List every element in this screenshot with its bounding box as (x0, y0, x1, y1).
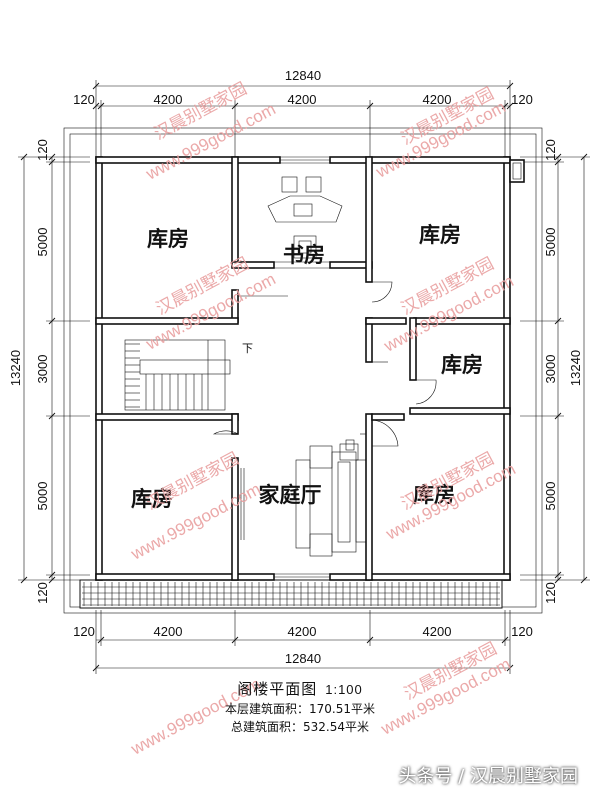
dim-top-seg-3: 4200 (288, 92, 317, 107)
dim-top-seg-5: 120 (511, 92, 533, 107)
interior-walls (95, 156, 525, 581)
exterior-walls (95, 156, 511, 581)
family-hall-furniture (295, 439, 367, 557)
dim-top-seg-4: 4200 (423, 92, 452, 107)
dim-top-total: 12840 (285, 68, 321, 83)
dim-right-seg-1: 120 (543, 139, 558, 161)
dim-left-seg-1: 120 (35, 139, 50, 161)
balcony (79, 579, 503, 609)
room-label-storage-bottom-right: 库房 (413, 483, 455, 507)
dim-right-total: 13240 (568, 350, 583, 386)
dim-bottom-seg-5: 120 (511, 624, 533, 639)
dim-bottom-seg-2: 4200 (154, 624, 183, 639)
dim-right-seg-5: 120 (543, 582, 558, 604)
dim-left-seg-4: 5000 (35, 482, 50, 511)
room-label-storage-mid-right: 库房 (441, 353, 483, 377)
dim-right-seg-4: 5000 (543, 482, 558, 511)
dim-right-seg-2: 5000 (543, 228, 558, 257)
room-label-family-hall: 家庭厅 (259, 483, 322, 507)
left-dimension-lines (18, 153, 90, 584)
doors (206, 281, 437, 447)
dim-bottom-total: 12840 (285, 651, 321, 666)
staircase (124, 339, 231, 411)
room-label-storage-bottom-left: 库房 (131, 487, 173, 511)
plan-title-text: 阁楼平面图 (237, 680, 318, 698)
windows (237, 156, 330, 581)
top-dimension-lines (92, 80, 514, 160)
dim-bottom-seg-1: 120 (73, 624, 95, 639)
dim-top-seg-1: 120 (73, 92, 95, 107)
dim-bottom-seg-3: 4200 (288, 624, 317, 639)
dim-bottom-seg-4: 4200 (423, 624, 452, 639)
total-area-text: 总建筑面积：532.54平米 (231, 720, 369, 734)
dim-left-seg-3: 3000 (35, 355, 50, 384)
stair-down-mark: 下 (242, 342, 253, 355)
dim-left-seg-2: 5000 (35, 228, 50, 257)
room-label-storage-top-right: 库房 (419, 223, 461, 247)
dim-right-seg-3: 3000 (543, 355, 558, 384)
dim-top-seg-2: 4200 (154, 92, 183, 107)
room-label-study: 书房 (283, 243, 325, 267)
dim-left-seg-5: 120 (35, 582, 50, 604)
plan-scale: 1:100 (325, 682, 363, 697)
footer-credit: 头条号 / 汉晨别墅家园 (398, 766, 578, 787)
study-furniture (267, 176, 343, 259)
plan-title: 阁楼平面图 1:100 (0, 678, 600, 699)
room-label-storage-top-left: 库房 (147, 227, 189, 251)
floor-area-text: 本层建筑面积：170.51平米 (225, 702, 375, 716)
dim-left-total: 13240 (8, 350, 23, 386)
bottom-dimension-lines (92, 610, 514, 674)
